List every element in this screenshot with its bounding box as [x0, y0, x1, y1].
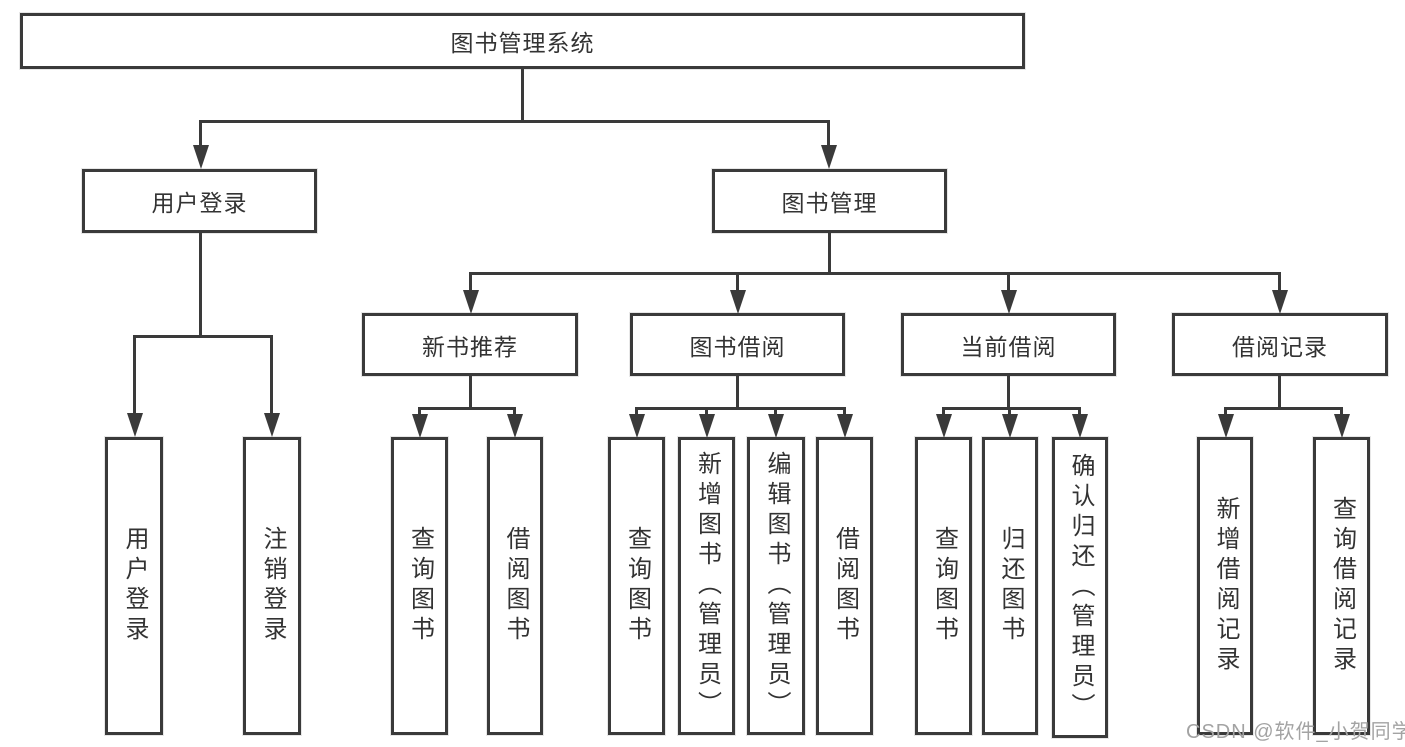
arrow-down-icon — [412, 414, 428, 438]
connector-new-books-horizontal — [418, 407, 516, 410]
connector-user-login-drop — [199, 120, 202, 147]
node-borrowing-records: 借阅记录 — [1172, 313, 1388, 376]
node-new-book-recommendation-label: 新书推荐 — [422, 333, 518, 360]
leaf-add-books-admin-label: 新增图书（管理员） — [693, 451, 721, 721]
leaf-user-login-label: 用户登录 — [121, 526, 148, 646]
node-current-borrowing-label: 当前借阅 — [960, 333, 1057, 360]
connector-leaf-drop — [1008, 407, 1011, 416]
connector-leaf-drop — [843, 407, 846, 416]
connector-leaf-drop — [270, 335, 273, 415]
arrow-down-icon — [193, 145, 209, 169]
connector-borrow-drop — [736, 272, 739, 292]
leaf-add-borrow-record: 新增借阅记录 — [1197, 437, 1253, 735]
node-book-management-label: 图书管理 — [781, 190, 878, 216]
connector-level1-horizontal — [199, 120, 830, 123]
connector-leaf-drop — [1340, 407, 1343, 416]
arrow-down-icon — [1218, 414, 1234, 438]
connector-user-login-horizontal — [133, 335, 273, 338]
connector-book-mgmt-drop — [827, 120, 830, 147]
leaf-borrow-books-recommend-label: 借阅图书 — [502, 526, 529, 646]
node-current-borrowing: 当前借阅 — [901, 313, 1116, 376]
leaf-return-books-label: 归还图书 — [997, 526, 1024, 646]
connector-new-books-drop — [469, 272, 472, 292]
connector-leaf-drop — [942, 407, 945, 416]
arrow-down-icon — [1334, 414, 1350, 438]
connector-root-stub — [521, 69, 524, 122]
connector-level2-horizontal — [469, 272, 1281, 275]
connector-records-horizontal — [1224, 407, 1342, 410]
leaf-query-borrow-record-label: 查询借阅记录 — [1328, 496, 1356, 676]
connector-leaf-drop — [513, 407, 516, 416]
leaf-confirm-return-admin: 确认归还（管理员） — [1052, 437, 1108, 738]
connector-leaf-drop — [1224, 407, 1227, 416]
arrow-down-icon — [1002, 414, 1018, 438]
arrow-down-icon — [837, 414, 853, 438]
leaf-logout-label: 注销登录 — [259, 526, 286, 646]
arrow-down-icon — [629, 414, 645, 438]
connector-leaf-drop — [635, 407, 638, 416]
connector-leaf-drop — [705, 407, 708, 416]
leaf-query-borrow-record: 查询借阅记录 — [1313, 437, 1370, 735]
node-library-system-label: 图书管理系统 — [450, 30, 595, 56]
arrow-down-icon — [507, 414, 523, 438]
node-book-borrowing-label: 图书借阅 — [689, 333, 786, 360]
node-book-management: 图书管理 — [712, 169, 947, 233]
arrow-down-icon — [127, 413, 143, 437]
connector-borrow-stub — [736, 376, 739, 409]
leaf-query-books-current-label: 查询图书 — [930, 526, 958, 646]
arrow-down-icon — [699, 414, 715, 438]
arrow-down-icon — [1072, 414, 1088, 438]
leaf-query-books-borrow-label: 查询图书 — [623, 526, 651, 646]
connector-records-drop — [1278, 272, 1281, 292]
arrow-down-icon — [768, 414, 784, 438]
connector-user-login-stub — [199, 233, 202, 337]
arrow-down-icon — [1001, 290, 1017, 314]
leaf-user-login: 用户登录 — [105, 437, 163, 735]
arrow-down-icon — [264, 413, 280, 437]
connector-leaf-drop — [774, 407, 777, 416]
connector-leaf-drop — [1078, 407, 1081, 416]
arrow-down-icon — [463, 290, 479, 314]
node-book-borrowing: 图书借阅 — [630, 313, 845, 376]
node-user-login: 用户登录 — [82, 169, 317, 233]
leaf-borrow-books: 借阅图书 — [816, 437, 873, 735]
arrow-down-icon — [936, 414, 952, 438]
connector-leaf-drop — [418, 407, 421, 416]
leaf-confirm-return-admin-label: 确认归还（管理员） — [1067, 452, 1094, 723]
watermark: CSDN @软件_小贺同学 — [1186, 721, 1405, 743]
leaf-add-books-admin: 新增图书（管理员） — [678, 437, 735, 735]
leaf-borrow-books-label: 借阅图书 — [831, 526, 859, 646]
leaf-query-books-recommend: 查询图书 — [391, 437, 448, 735]
arrow-down-icon — [1272, 290, 1288, 314]
leaf-query-books-recommend-label: 查询图书 — [406, 526, 434, 646]
connector-current-stub — [1007, 376, 1010, 409]
connector-borrow-horizontal — [635, 407, 844, 410]
connector-current-drop — [1007, 272, 1010, 292]
leaf-borrow-books-recommend: 借阅图书 — [487, 437, 543, 735]
leaf-edit-books-admin-label: 编辑图书（管理员） — [763, 451, 790, 721]
connector-current-horizontal — [942, 407, 1080, 410]
node-borrowing-records-label: 借阅记录 — [1232, 333, 1328, 360]
leaf-edit-books-admin: 编辑图书（管理员） — [747, 437, 805, 735]
connector-new-books-stub — [469, 376, 472, 409]
arrow-down-icon — [821, 145, 837, 169]
leaf-query-books-borrow: 查询图书 — [608, 437, 665, 735]
leaf-add-borrow-record-label: 新增借阅记录 — [1212, 496, 1239, 676]
connector-leaf-drop — [133, 335, 136, 415]
node-library-system: 图书管理系统 — [20, 13, 1025, 69]
leaf-logout: 注销登录 — [243, 437, 301, 735]
node-user-login-label: 用户登录 — [151, 190, 248, 216]
arrow-down-icon — [730, 290, 746, 314]
connector-records-stub — [1278, 376, 1281, 409]
leaf-return-books: 归还图书 — [982, 437, 1038, 735]
connector-book-mgmt-stub — [828, 233, 831, 274]
leaf-query-books-current: 查询图书 — [915, 437, 972, 735]
node-new-book-recommendation: 新书推荐 — [362, 313, 578, 376]
